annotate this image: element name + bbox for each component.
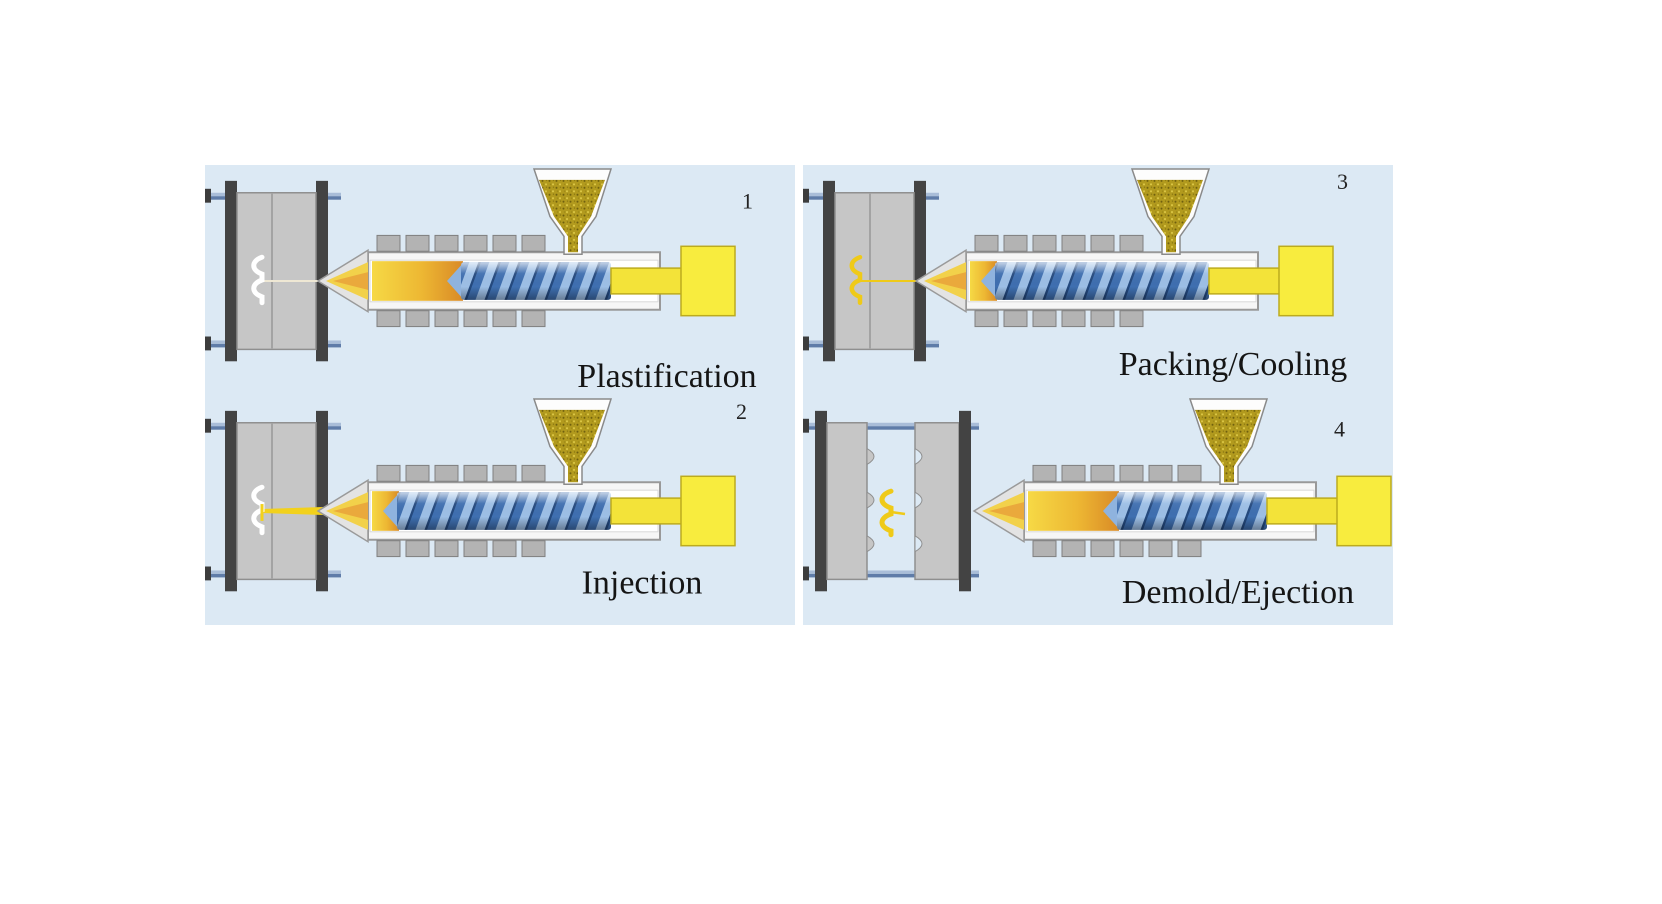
step-label: Injection xyxy=(582,564,703,601)
panel-3-drawing: 3 Packing/Cooling xyxy=(803,169,1348,383)
injection-unit xyxy=(916,169,1333,327)
panel-2-drawing: 2 Injection xyxy=(205,399,747,601)
injection-unit xyxy=(318,169,735,327)
step-label: Demold/Ejection xyxy=(1122,574,1354,611)
mold-clamp-unit xyxy=(205,411,341,591)
mold-clamp-unit-open xyxy=(803,411,979,591)
step-number: 3 xyxy=(1337,169,1348,194)
injection-unit xyxy=(974,399,1391,557)
mold-clamp-unit xyxy=(803,181,939,361)
panel-demold-ejection: 4 Demold/Ejection xyxy=(803,395,1393,625)
step-label: Packing/Cooling xyxy=(1119,346,1348,383)
panel-packing-cooling: 3 Packing/Cooling xyxy=(803,165,1393,395)
panel-1-drawing: 1 Plastification xyxy=(205,165,757,395)
step-number: 4 xyxy=(1334,417,1345,442)
mold-clamp-unit xyxy=(205,181,341,361)
panel-injection: 2 Injection xyxy=(205,395,795,625)
step-number: 1 xyxy=(742,189,753,214)
injection-unit xyxy=(318,399,735,557)
step-number: 2 xyxy=(736,399,747,424)
panel-plastification: 1 Plastification xyxy=(205,165,795,395)
step-label: Plastification xyxy=(577,358,756,395)
diagram-canvas: 1 Plastification 3 Packing/Cooling 2 Inj… xyxy=(205,165,1395,625)
panel-4-drawing: 4 Demold/Ejection xyxy=(803,395,1393,611)
